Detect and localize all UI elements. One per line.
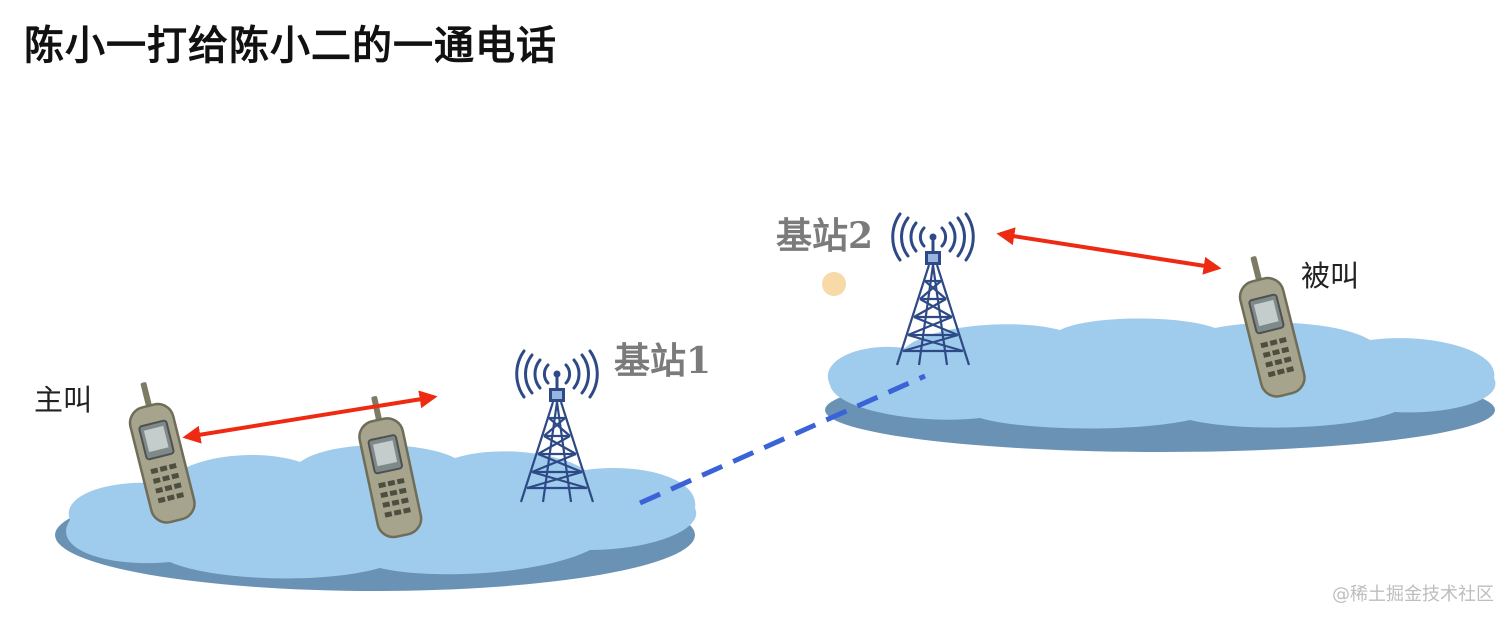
cell-tower-icon [515,349,599,504]
base-station-1-label: 基站1 [614,340,712,382]
caller-label: 主叫 [34,383,93,417]
radio-link-arrow-right [996,227,1222,275]
watermark: @稀土掘金技术社区 [1332,584,1494,605]
decorative-dot [822,272,846,296]
cell-tower-icon [891,212,975,367]
base-station-link [638,373,927,506]
cell-cloud-right [825,318,1496,452]
radio-link-arrow-left [182,390,438,444]
callee-label: 被叫 [1301,259,1360,293]
page-title: 陈小一打给陈小二的一通电话 [24,23,557,69]
base-station-2-label: 基站2 [776,215,874,257]
